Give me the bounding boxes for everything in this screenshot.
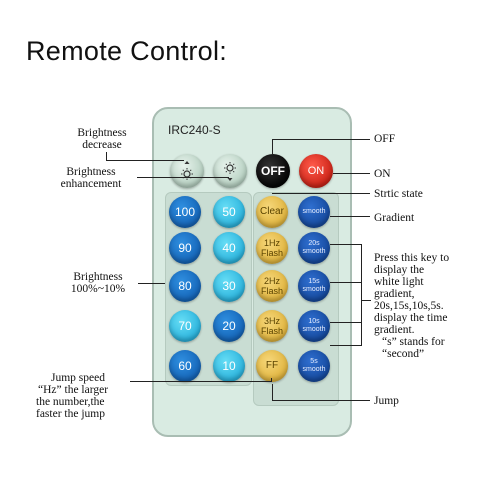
- flash-1hz-rate: 1Hz: [263, 238, 280, 248]
- connector: [272, 384, 273, 401]
- label-press-key-line8: “s” stands for: [382, 336, 445, 348]
- flash-2hz-button[interactable]: 2Hz Flash: [256, 270, 288, 302]
- brightness-down-button[interactable]: [170, 154, 204, 188]
- label-jump-speed-line4: faster the jump: [36, 408, 105, 420]
- brightness-50-button[interactable]: 50: [213, 196, 245, 228]
- label-brightness-range-line1: Brightness: [73, 271, 123, 283]
- connector: [361, 244, 362, 346]
- flash-1hz-button[interactable]: 1Hz Flash: [256, 232, 288, 264]
- brightness-20-button[interactable]: 20: [213, 310, 245, 342]
- label-brightness-decrease-line2: decrease: [82, 139, 122, 151]
- sun-down-icon: [224, 162, 236, 181]
- label-press-key-line4: gradient,: [374, 288, 415, 300]
- label-brightness-decrease: Brightness decrease: [62, 127, 142, 151]
- model-label: IRC240-S: [168, 123, 221, 137]
- connector: [106, 152, 107, 161]
- label-jump-speed-line2: “Hz” the larger: [38, 384, 109, 396]
- label-jump: Jump: [374, 395, 399, 407]
- label-press-key-line1: Press this key to: [374, 252, 450, 264]
- flash-2hz-rate: 2Hz: [263, 276, 280, 286]
- smooth-10s-time: 10s: [308, 318, 320, 325]
- smooth-5s-button[interactable]: 5s smooth: [298, 350, 330, 382]
- connector: [272, 193, 370, 194]
- page-title: Remote Control:: [26, 36, 228, 66]
- flash-1hz-label: Flash: [260, 248, 283, 258]
- connector: [137, 177, 229, 178]
- connector: [271, 378, 272, 382]
- smooth-15s-time: 15s: [308, 278, 320, 285]
- label-press-key-line5: 20s,15s,10s,5s.: [374, 300, 444, 312]
- sun-up-icon: [181, 161, 193, 180]
- brightness-70-button[interactable]: 70: [169, 310, 201, 342]
- connector: [130, 381, 272, 382]
- connector: [106, 160, 184, 161]
- label-press-key-line3: white light: [374, 276, 424, 288]
- label-press-key: Press this key to display the white ligh…: [374, 252, 449, 360]
- smooth-button[interactable]: smooth: [298, 196, 330, 228]
- brightness-100-button[interactable]: 100: [169, 196, 201, 228]
- brightness-60-button[interactable]: 60: [169, 350, 201, 382]
- connector: [330, 282, 362, 283]
- brightness-10-button[interactable]: 10: [213, 350, 245, 382]
- connector: [330, 216, 370, 217]
- label-off: OFF: [374, 133, 396, 145]
- smooth-5s-time: 5s: [310, 358, 318, 365]
- clear-button[interactable]: Clear: [256, 196, 288, 228]
- connector: [333, 173, 370, 174]
- smooth-10s-button[interactable]: 10s smooth: [298, 310, 330, 342]
- label-press-key-line6: display the time: [374, 312, 448, 324]
- connector: [272, 139, 370, 140]
- on-button[interactable]: ON: [299, 154, 333, 188]
- label-brightness-enhancement: Brightness enhancement: [45, 166, 137, 190]
- smooth-10s-label: smooth: [302, 326, 326, 333]
- label-static-state: Strtic state: [374, 188, 423, 200]
- brightness-40-button[interactable]: 40: [213, 232, 245, 264]
- label-brightness-range: Brightness 100%~10%: [58, 271, 138, 295]
- label-jump-speed: Jump speed “Hz” the larger the number,th…: [30, 372, 150, 420]
- label-brightness-decrease-line1: Brightness: [77, 127, 127, 139]
- smooth-20s-label: smooth: [302, 248, 326, 255]
- connector: [330, 345, 362, 346]
- label-jump-speed-line3: the number,the: [36, 396, 105, 408]
- label-gradient: Gradient: [374, 212, 415, 224]
- label-press-key-line9: “second”: [382, 348, 425, 360]
- connector: [272, 400, 370, 401]
- smooth-5s-label: smooth: [302, 366, 326, 373]
- connector: [138, 283, 165, 284]
- smooth-20s-time: 20s: [308, 240, 320, 247]
- connector: [330, 322, 362, 323]
- brightness-80-button[interactable]: 80: [169, 270, 201, 302]
- label-brightness-enhancement-line2: enhancement: [60, 178, 122, 190]
- smooth-15s-label: smooth: [302, 286, 326, 293]
- label-on: ON: [374, 168, 391, 180]
- connector: [361, 300, 371, 301]
- off-button[interactable]: OFF: [256, 154, 290, 188]
- brightness-up-button[interactable]: [213, 154, 247, 188]
- ff-button[interactable]: FF: [256, 350, 288, 382]
- label-press-key-line7: gradient.: [374, 324, 415, 336]
- connector: [330, 244, 362, 245]
- smooth-20s-button[interactable]: 20s smooth: [298, 232, 330, 264]
- flash-3hz-button[interactable]: 3Hz Flash: [256, 310, 288, 342]
- brightness-30-button[interactable]: 30: [213, 270, 245, 302]
- label-brightness-range-line2: 100%~10%: [70, 283, 126, 295]
- flash-3hz-rate: 3Hz: [263, 316, 280, 326]
- brightness-90-button[interactable]: 90: [169, 232, 201, 264]
- smooth-15s-button[interactable]: 15s smooth: [298, 270, 330, 302]
- flash-3hz-label: Flash: [260, 326, 283, 336]
- label-press-key-line2: display the: [374, 264, 425, 276]
- label-brightness-enhancement-line1: Brightness: [66, 166, 116, 178]
- flash-2hz-label: Flash: [260, 286, 283, 296]
- label-jump-speed-line1: Jump speed: [51, 372, 105, 384]
- connector: [272, 139, 273, 155]
